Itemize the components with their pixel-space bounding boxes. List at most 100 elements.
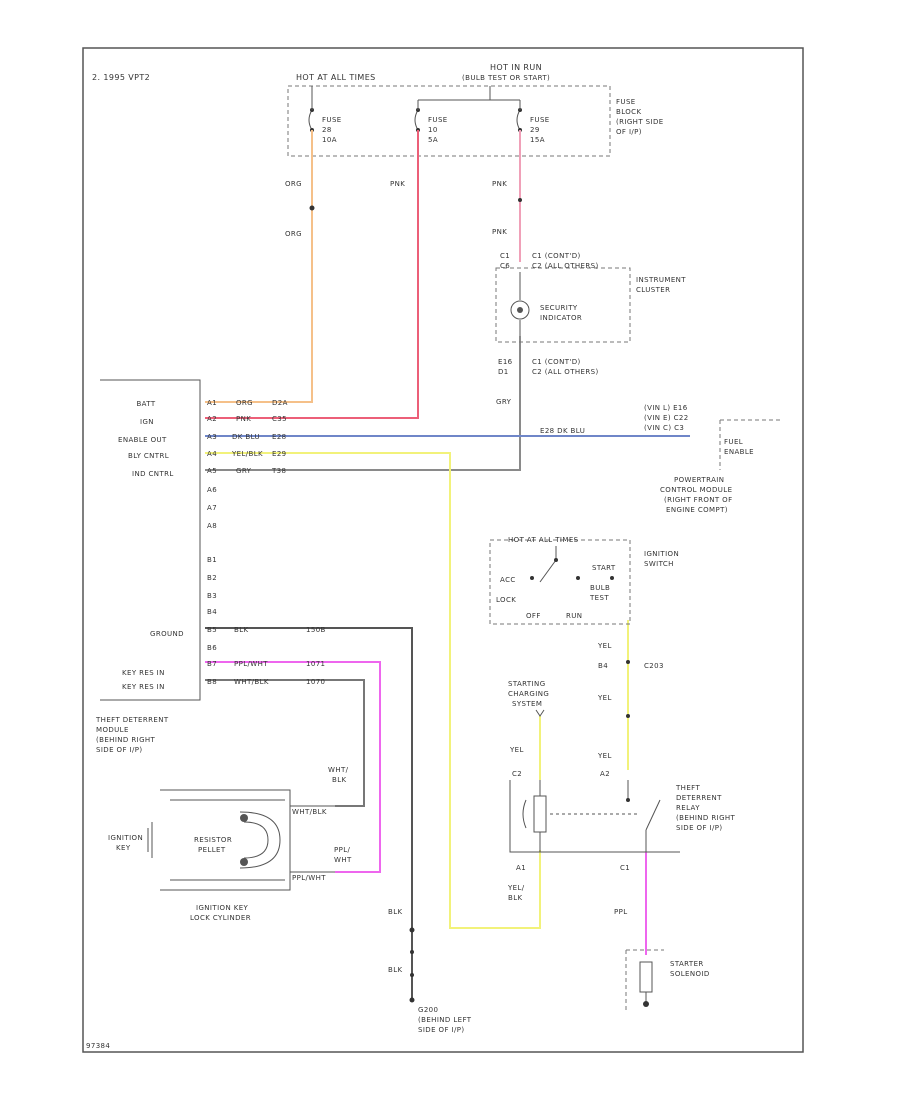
svg-text:B7: B7 [207, 660, 217, 668]
ignition-pos-off: OFF [526, 612, 541, 620]
module-row-key-res-2: KEY RES IN B8 WHT/BLK 1070 [122, 678, 325, 691]
diagram-frame [82, 47, 804, 1053]
svg-text:10: 10 [428, 126, 438, 134]
svg-text:A1: A1 [207, 399, 217, 407]
svg-text:29: 29 [530, 126, 540, 134]
wire-label-pnk-3: PNK [492, 228, 507, 236]
cluster-pin-d1: D1 [498, 368, 509, 376]
svg-text:THEFT: THEFT [675, 784, 700, 792]
module-row-ign: IGN A2 PNK C35 [140, 415, 287, 426]
svg-text:G200: G200 [418, 1006, 438, 1014]
svg-text:SIDE OF I/P): SIDE OF I/P) [96, 746, 142, 754]
wire-gry-cluster [205, 336, 521, 471]
wire-label-yel-1: YEL [597, 642, 612, 650]
svg-text:B8: B8 [207, 678, 217, 686]
resistor-pellet-label-1: RESISTOR [194, 836, 232, 844]
svg-text:150B: 150B [306, 626, 326, 634]
fuse-10: FUSE 10 5A [414, 108, 447, 144]
relay-outline [509, 780, 680, 853]
svg-text:1070: 1070 [306, 678, 325, 686]
module-row-ind-cntrl: IND CNTRL A5 GRY T38 [132, 467, 286, 478]
wire-label-yel-4: YEL [509, 746, 524, 754]
ignition-hot-label: HOT AT ALL TIMES [508, 536, 579, 544]
svg-text:ENABLE OUT: ENABLE OUT [118, 436, 167, 444]
svg-text:BLY CNTRL: BLY CNTRL [128, 452, 169, 460]
label-hot-in-run: HOT IN RUN [490, 63, 542, 72]
pcm-fuel-enable-2: ENABLE [724, 448, 754, 456]
svg-text:E28: E28 [272, 433, 287, 441]
pcm-fuel-enable-1: FUEL [724, 438, 743, 446]
svg-text:SIDE OF I/P): SIDE OF I/P) [418, 1026, 464, 1034]
svg-text:A7: A7 [207, 504, 217, 512]
cluster-pin-e16: E16 [498, 358, 513, 366]
svg-text:BLK: BLK [234, 626, 249, 634]
module-row-batt: BATT A1 ORG D2A [136, 399, 287, 408]
svg-text:5A: 5A [428, 136, 438, 144]
relay-pin-a2: A2 [600, 770, 610, 778]
wire-label-yel-blk-2: BLK [508, 894, 523, 902]
wire-label-yel-2: YEL [597, 694, 612, 702]
pcm-label: POWERTRAIN CONTROL MODULE (RIGHT FRONT O… [660, 476, 733, 514]
wire-pnk-ign [205, 130, 419, 419]
relay-pin-a1: A1 [516, 864, 526, 872]
diagram-id-top: 2. 1995 VPT2 [92, 73, 150, 82]
svg-text:FUSE: FUSE [616, 98, 636, 106]
module-row-ground: GROUND B5 BLK 150B [150, 626, 326, 638]
svg-text:(RIGHT FRONT OF: (RIGHT FRONT OF [664, 496, 733, 504]
connector-c203: C203 [644, 662, 664, 670]
pcm-pin-vin-c: (VIN C) C3 [644, 424, 684, 432]
relay-coil [533, 795, 547, 833]
svg-text:MODULE: MODULE [96, 726, 129, 734]
fuse-block-label: FUSE BLOCK (RIGHT SIDE OF I/P) [616, 98, 663, 136]
svg-text:B2: B2 [207, 574, 217, 582]
ignition-switch-blade [539, 559, 557, 583]
fuse-block-outline [287, 85, 611, 157]
wire-label-yel-blk-1: YEL/ [507, 884, 525, 892]
svg-text:A5: A5 [207, 467, 217, 475]
ignition-switch-outline [489, 539, 631, 625]
ignition-pos-test: TEST [589, 594, 609, 602]
lock-wire-bot-2: WHT [334, 856, 352, 864]
wire-label-blk-1: BLK [388, 908, 403, 916]
svg-text:A4: A4 [207, 450, 217, 458]
instrument-cluster-label-2: CLUSTER [636, 286, 670, 294]
svg-text:PPL/WHT: PPL/WHT [234, 660, 268, 668]
lock-pin-wht-blk: WHT/BLK [292, 808, 327, 816]
ignition-pos-bulb: BULB [590, 584, 610, 592]
svg-text:A8: A8 [207, 522, 217, 530]
svg-text:CHARGING: CHARGING [508, 690, 549, 698]
svg-text:GROUND: GROUND [150, 630, 184, 638]
wire-label-org-1: ORG [285, 180, 302, 188]
theft-module-outline [100, 379, 201, 701]
svg-text:WHT/BLK: WHT/BLK [234, 678, 269, 686]
svg-text:CONTROL MODULE: CONTROL MODULE [660, 486, 732, 494]
svg-text:A2: A2 [207, 415, 217, 423]
wire-wht-blk [205, 679, 365, 807]
svg-text:THEFT DETERRENT: THEFT DETERRENT [95, 716, 169, 724]
wire-org [205, 130, 313, 403]
ignition-pos-run: RUN [566, 612, 582, 620]
svg-text:B1: B1 [207, 556, 217, 564]
svg-text:B4: B4 [207, 608, 217, 616]
wire-yel-blk [205, 452, 541, 929]
svg-text:1071: 1071 [306, 660, 325, 668]
security-indicator-label-1: SECURITY [540, 304, 578, 312]
svg-text:STARTING: STARTING [508, 680, 546, 688]
pcm-outline [719, 419, 780, 470]
pcm-pin-vin-e: (VIN E) C22 [644, 414, 689, 422]
svg-text:GRY: GRY [236, 467, 252, 475]
ignition-switch-label-1: IGNITION [644, 550, 679, 558]
wire-label-gry: GRY [496, 398, 512, 406]
diagram-id-bottom: 97384 [86, 1042, 110, 1050]
lock-cylinder-body [147, 789, 335, 891]
svg-text:C35: C35 [272, 415, 287, 423]
svg-text:KEY RES IN: KEY RES IN [122, 683, 165, 691]
starter-solenoid-label-2: SOLENOID [670, 970, 710, 978]
svg-text:ENGINE COMPT): ENGINE COMPT) [666, 506, 728, 514]
svg-text:IGN: IGN [140, 418, 154, 426]
svg-text:D2A: D2A [272, 399, 288, 407]
security-indicator-bulb [510, 300, 530, 320]
svg-text:BATT: BATT [136, 400, 155, 408]
cluster-pin-c1: C1 [500, 252, 510, 260]
